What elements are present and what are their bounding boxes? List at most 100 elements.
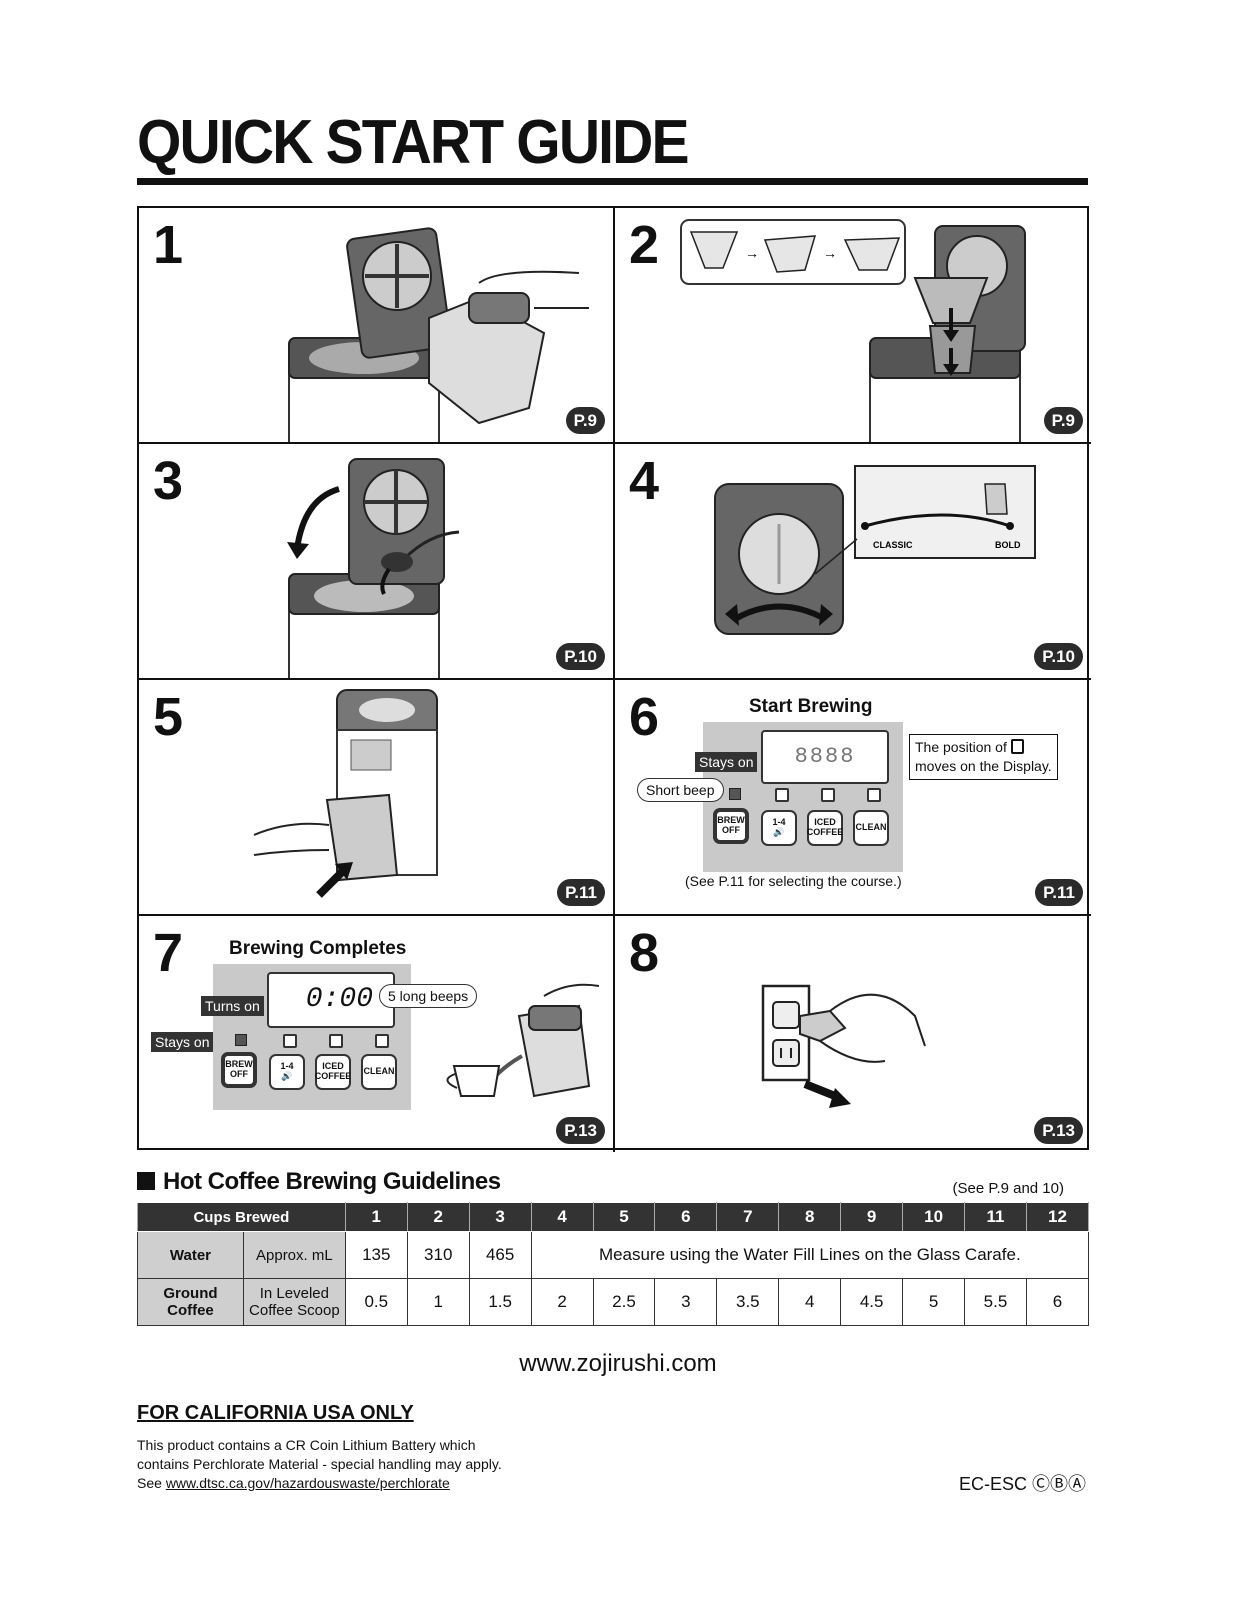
step-3-panel: 3 P.10: [139, 444, 615, 680]
title-rule: [137, 178, 1088, 185]
cups-col: 6: [655, 1203, 717, 1232]
notice-line: This product contains a CR Coin Lithium …: [137, 1437, 475, 1453]
water-value: 310: [407, 1232, 469, 1279]
button-label: CLEAN: [856, 823, 887, 833]
page-ref-badge: P.9: [1044, 407, 1083, 434]
step-7-panel: 7 Brewing Completes 0:00 5 long beeps Tu…: [139, 916, 615, 1152]
step-number: 7: [153, 926, 183, 980]
short-beep-callout: Short beep: [637, 778, 724, 802]
cups-col: 3: [469, 1203, 531, 1232]
heading-hot: Hot: [163, 1168, 201, 1195]
cups-col: 5: [593, 1203, 655, 1232]
ground-value: 2.5: [593, 1279, 655, 1326]
california-heading: FOR CALIFORNIA USA ONLY: [137, 1402, 414, 1425]
illustration-fill-water: [139, 208, 613, 442]
speaker-icon: 🔊: [773, 828, 784, 838]
illustration-add-coffee: [139, 444, 613, 678]
dial-label-classic: CLASSIC: [873, 540, 913, 550]
page-ref-badge: P.9: [566, 407, 605, 434]
segment-icon: [1011, 739, 1024, 754]
ground-value: 1: [407, 1279, 469, 1326]
cups-col: 1: [345, 1203, 407, 1232]
illustration-strength-dial: CLASSIC BOLD: [615, 444, 1089, 678]
brew-indicator-light: [729, 788, 741, 800]
stays-on-label: Stays on: [695, 752, 757, 772]
cups-1-4-button[interactable]: 1-4🔊: [761, 810, 797, 846]
water-value: 465: [469, 1232, 531, 1279]
clean-button[interactable]: CLEAN: [853, 810, 889, 846]
turns-on-label: Turns on: [201, 996, 264, 1016]
page-ref-badge: P.11: [557, 879, 605, 906]
cups-col: 9: [841, 1203, 903, 1232]
indicator-light: [283, 1034, 297, 1048]
illustration-insert-carafe: [139, 680, 613, 914]
cups-col: 7: [717, 1203, 779, 1232]
lcd-display: 8888: [761, 730, 889, 784]
step-2-panel: 2 → → P.9: [615, 208, 1091, 444]
ground-value: 4: [779, 1279, 841, 1326]
svg-text:→: →: [823, 245, 837, 261]
step-5-panel: 5 P.11: [139, 680, 615, 916]
button-label: OFF: [230, 1070, 248, 1080]
button-label: OFF: [722, 826, 740, 836]
ground-value: 3: [655, 1279, 717, 1326]
notice-line: See: [137, 1475, 162, 1491]
model-code: EC-ESC ⒸⒷⒶ: [959, 1470, 1086, 1496]
cups-col: 11: [965, 1203, 1027, 1232]
brewing-completes-heading: Brewing Completes: [229, 938, 406, 960]
cups-col: 2: [407, 1203, 469, 1232]
page-ref-badge: P.10: [556, 643, 605, 670]
guidelines-heading: Hot Coffee Brewing Guidelines: [137, 1168, 501, 1196]
step-4-panel: 4 CLASSIC BOLD P.10: [615, 444, 1091, 680]
indicator-light: [775, 788, 789, 802]
notice-line: contains Perchlorate Material - special …: [137, 1456, 502, 1472]
water-note: Measure using the Water Fill Lines on th…: [531, 1232, 1088, 1279]
page-ref-badge: P.13: [1034, 1117, 1083, 1144]
ground-value: 4.5: [841, 1279, 903, 1326]
dtsc-link[interactable]: www.dtsc.ca.gov/hazardouswaste/perchlora…: [166, 1475, 450, 1491]
indicator-light: [375, 1034, 389, 1048]
cups-1-4-button[interactable]: 1-4🔊: [269, 1054, 305, 1090]
cups-col: 10: [903, 1203, 965, 1232]
dial-label-bold: BOLD: [995, 540, 1021, 550]
cups-col: 4: [531, 1203, 593, 1232]
step-number: 6: [629, 690, 659, 744]
brewing-guidelines-table: Cups Brewed 1 2 3 4 5 6 7 8 9 10 11 12 W…: [137, 1202, 1089, 1326]
course-note: (See P.11 for selecting the course.): [685, 873, 902, 889]
step-6-panel: 6 Start Brewing 8888 Stays on Short beep…: [615, 680, 1091, 916]
page-ref-badge: P.10: [1034, 643, 1083, 670]
california-notice: This product contains a CR Coin Lithium …: [137, 1436, 557, 1493]
clean-button[interactable]: CLEAN: [361, 1054, 397, 1090]
note-text: moves on the Display.: [915, 758, 1052, 774]
ground-value: 6: [1026, 1279, 1088, 1326]
ground-value: 2: [531, 1279, 593, 1326]
illustration-insert-filter: → →: [615, 208, 1089, 442]
ground-coffee-label: Ground Coffee: [138, 1279, 244, 1326]
water-unit: Approx. mL: [243, 1232, 345, 1279]
table-row-water: Water Approx. mL 135 310 465 Measure usi…: [138, 1232, 1089, 1279]
water-value: 135: [345, 1232, 407, 1279]
illustration-unplug: [615, 916, 1089, 1150]
speaker-icon: 🔊: [281, 1072, 292, 1082]
button-label: COFFEE: [315, 1072, 352, 1082]
button-label: CLEAN: [364, 1067, 395, 1077]
ground-value: 3.5: [717, 1279, 779, 1326]
square-bullet-icon: [137, 1172, 155, 1190]
cups-brewed-header: Cups Brewed: [138, 1203, 346, 1232]
svg-text:→: →: [745, 245, 759, 261]
ground-value: 1.5: [469, 1279, 531, 1326]
ground-coffee-unit: In Leveled Coffee Scoop: [243, 1279, 345, 1326]
ground-value: 5.5: [965, 1279, 1027, 1326]
steps-grid: 1 P.9 2 → →: [137, 206, 1089, 1150]
lcd-display: 0:00: [267, 972, 395, 1028]
stays-on-label: Stays on: [151, 1032, 213, 1052]
display-position-note: The position of moves on the Display.: [909, 734, 1058, 780]
indicator-light: [329, 1034, 343, 1048]
page-ref-badge: P.13: [556, 1117, 605, 1144]
long-beeps-callout: 5 long beeps: [379, 984, 477, 1008]
water-label: Water: [138, 1232, 244, 1279]
